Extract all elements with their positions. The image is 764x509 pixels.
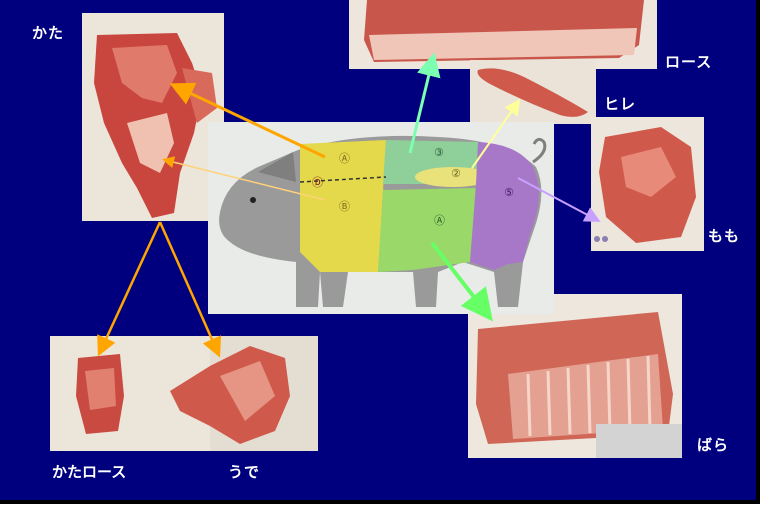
region-label-b: Ⓑ [339,198,350,214]
shoulder-cuts-photo [50,336,318,451]
belly-meat-photo [468,294,682,458]
label-momo: もも [708,225,740,246]
region-label-f: ⑤ [504,186,514,199]
region-label-g: Ⓐ [434,212,445,228]
label-hire: ヒレ [604,93,636,114]
label-kata: かた [32,22,64,43]
label-rosu: ロース [665,51,712,72]
shoulder-meat-photo [82,13,224,221]
ham-meat-photo [591,117,704,251]
region-label-a-top: Ⓐ [339,150,350,166]
pig-diagram: Ⓐ Ⓓ Ⓑ ③ ② ⑤ Ⓐ [208,122,554,314]
label-ude: うで [228,461,260,482]
label-kata-rosu: かたロース [52,461,126,482]
region-label-e: ② [451,167,461,180]
loin-meat-photo [349,0,657,69]
region-label-c: ③ [434,146,444,159]
label-bara: ばら [697,434,729,455]
arrow-kata-rosu [100,222,160,352]
tenderloin-meat-photo [470,60,596,124]
region-label-d: Ⓓ [312,174,323,190]
